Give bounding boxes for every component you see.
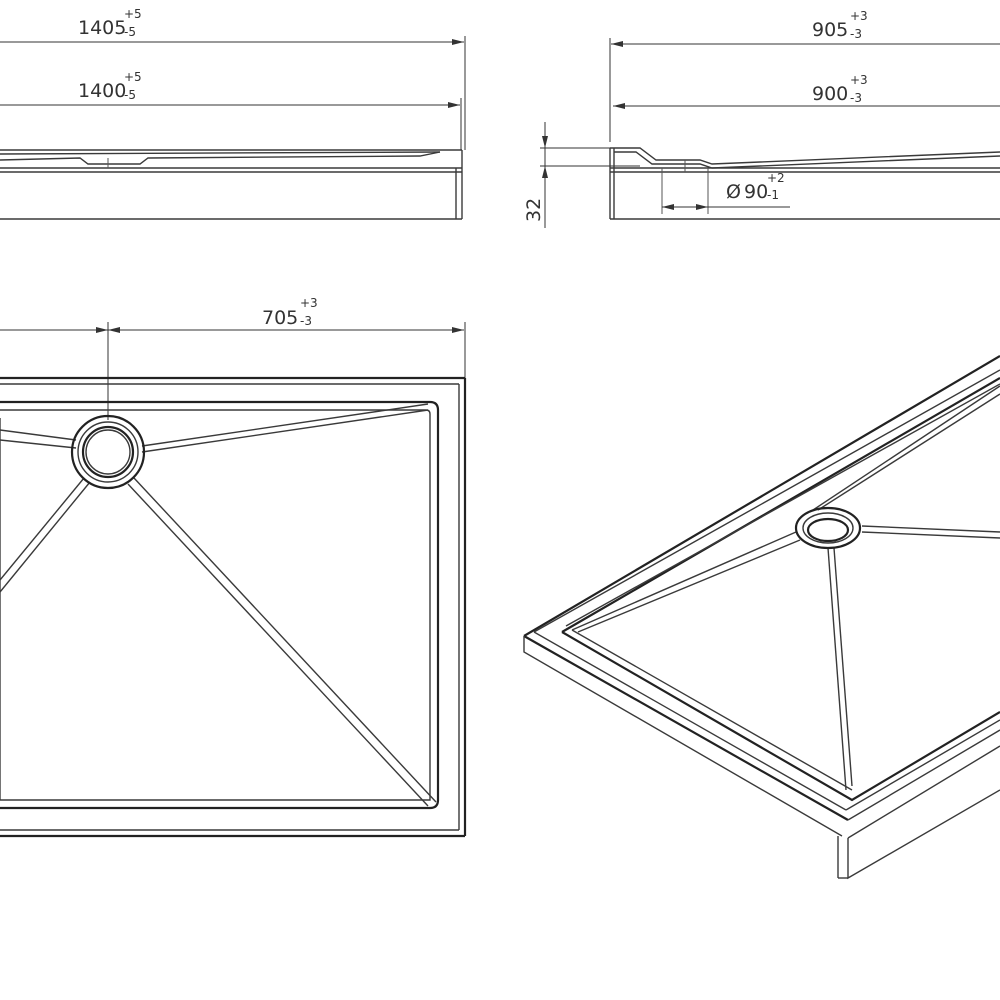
drain-outlet-plan <box>70 414 146 490</box>
dim-1405-value: 1405 <box>78 17 126 39</box>
tray-profile-short <box>609 147 1000 220</box>
dim-diameter-value: 90 <box>744 181 768 203</box>
front-elevation-view: 1405 +5 -5 1400 +5 -5 <box>0 7 466 220</box>
dim-905-tol-plus: +3 <box>850 9 868 23</box>
dimension-waste-diameter: Ø 90 +2 -1 <box>662 171 790 210</box>
dim-705-tol-plus: +3 <box>300 296 318 310</box>
dim-705-value: 705 <box>262 307 298 329</box>
dimension-1405: 1405 +5 -5 <box>0 7 466 150</box>
isometric-view <box>523 355 1000 880</box>
tray-rim-iso <box>523 355 1000 880</box>
side-elevation-view: 905 +3 -3 900 +3 -3 32 <box>523 9 1000 228</box>
dimension-705: 705 +3 -3 <box>0 296 466 420</box>
dim-1405-tol-minus: -5 <box>124 25 136 39</box>
dim-diameter-symbol: Ø <box>726 181 741 203</box>
dimension-32: 32 <box>523 122 640 228</box>
dim-diameter-tol-plus: +2 <box>767 171 785 185</box>
drain-outlet-iso <box>794 506 862 550</box>
dim-900-tol-plus: +3 <box>850 73 868 87</box>
drain-slope-lines <box>0 403 437 807</box>
dim-905-value: 905 <box>812 19 848 41</box>
dim-900-value: 900 <box>812 83 848 105</box>
dim-1400-tol-plus: +5 <box>124 70 142 84</box>
dim-1400-tol-minus: -5 <box>124 88 136 102</box>
dim-705-tol-minus: -3 <box>300 314 312 328</box>
dim-32-value: 32 <box>523 198 545 222</box>
drain-slope-lines-iso <box>571 385 1000 791</box>
dim-1405-tol-plus: +5 <box>124 7 142 21</box>
plan-view: 705 +3 -3 <box>0 296 467 838</box>
dimension-900: 900 +3 -3 <box>613 73 1000 109</box>
tray-rim-plan <box>0 376 467 838</box>
tray-profile-long <box>0 149 463 220</box>
dimension-1400: 1400 +5 -5 <box>0 70 462 150</box>
dim-905-tol-minus: -3 <box>850 27 862 41</box>
dim-900-tol-minus: -3 <box>850 91 862 105</box>
dimension-905: 905 +3 -3 <box>609 9 1000 142</box>
dim-1400-value: 1400 <box>78 80 126 102</box>
tray-basin-iso <box>561 377 1000 802</box>
dim-diameter-tol-minus: -1 <box>767 188 779 202</box>
